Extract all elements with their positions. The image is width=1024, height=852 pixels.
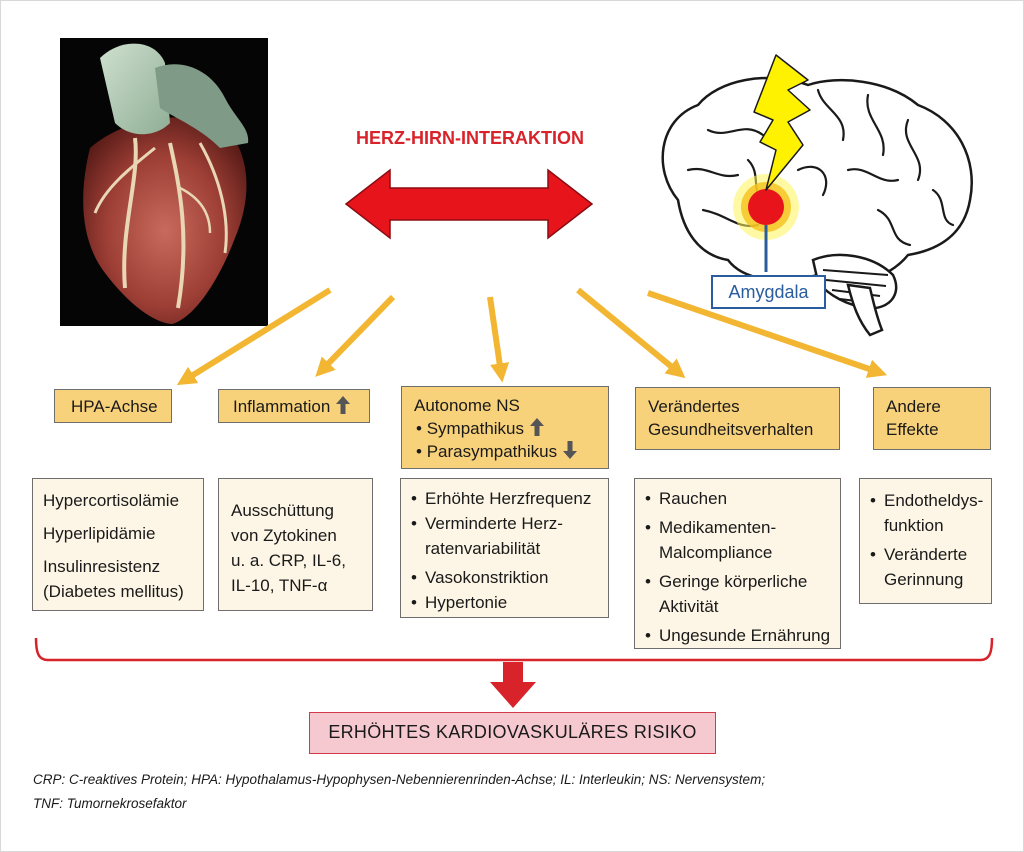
header-andere: Andere Effekte	[873, 387, 991, 450]
header-andere-line1: Andere	[886, 397, 941, 416]
header-hpa: HPA-Achse	[54, 389, 172, 423]
list-item-text: Gerinnung	[884, 570, 964, 589]
header-autonom-title: Autonome NS	[414, 396, 520, 415]
box-verhalten: Rauchen Medikamenten- Malcompliance Gerin…	[634, 478, 841, 649]
header-verhalten-line1: Verändertes	[648, 397, 740, 416]
footnote-line: TNF: Tumornekrosefaktor	[33, 796, 187, 811]
header-autonom-sym: Sympathikus	[426, 419, 525, 438]
header-verhalten-line2: Gesundheitsverhalten	[648, 420, 814, 439]
box-hpa-item: Insulinresistenz	[43, 557, 161, 576]
heart-image	[60, 38, 268, 326]
list-item-text: Medikamenten-	[659, 518, 777, 537]
list-item-text: Geringe körperliche	[659, 572, 808, 591]
list-item-text: Aktivität	[659, 597, 719, 616]
list-item-text: Vasokonstriktion	[425, 568, 549, 587]
header-verhalten: Verändertes Gesundheitsverhalten	[635, 387, 840, 450]
diagram-title: HERZ-HIRN-INTERAKTION	[356, 128, 584, 148]
box-inflammation-line: u. a. CRP, IL-6,	[231, 551, 346, 570]
arrow-to-andere	[647, 290, 888, 378]
list-item-text: Veränderte	[884, 545, 968, 564]
footnote-line: CRP: C-reaktives Protein; HPA: Hypothala…	[33, 772, 766, 787]
list-item: Erhöhte Herzfrequenz	[409, 486, 608, 511]
header-andere-line2: Effekte	[886, 420, 939, 439]
result-risk-box: ERHÖHTES KARDIOVASKULÄRES RISIKO	[309, 712, 716, 754]
box-autonom: Erhöhte Herzfrequenz Verminderte Herz-ra…	[400, 478, 609, 618]
list-item-text: Rauchen	[659, 489, 728, 508]
list-item: Medikamenten- Malcompliance	[643, 515, 840, 565]
header-inflammation: Inflammation	[218, 389, 370, 423]
arrow-up-icon	[336, 396, 351, 414]
footnote: CRP: C-reaktives Protein; HPA: Hypothala…	[33, 768, 993, 816]
arrow-up-icon	[530, 418, 545, 436]
list-item-text: Verminderte Herz-	[425, 514, 563, 533]
list-item-text: funktion	[884, 516, 944, 535]
box-hpa: Hypercortisolämie Hyperlipidämie Insulin…	[32, 478, 204, 611]
box-inflammation: Ausschüttung von Zytokinen u. a. CRP, IL…	[218, 478, 373, 611]
bracket-and-arrow	[34, 637, 994, 708]
arrow-to-hpa	[176, 287, 332, 386]
bracket-line	[34, 637, 994, 662]
header-autonom-sym-row: • Sympathikus	[414, 417, 608, 440]
list-item-text: Hypertonie	[425, 593, 508, 612]
amygdala-label: Amygdala	[711, 275, 826, 309]
double-arrow-icon	[344, 168, 594, 240]
header-autonom-para-row: • Parasympathikus	[414, 440, 608, 463]
list-item-text: ratenvariabilität	[425, 539, 541, 558]
down-arrow-icon	[490, 662, 536, 708]
header-autonom-para: Parasympathikus	[426, 442, 558, 461]
box-inflammation-line: Ausschüttung	[231, 501, 335, 520]
arrow-to-autonom	[487, 296, 510, 383]
list-item: Endotheldys-funktion	[868, 488, 991, 538]
box-inflammation-line: von Zytokinen	[231, 526, 337, 545]
list-item: Hypertonie	[409, 590, 608, 615]
brain-image	[661, 54, 973, 337]
arrow-to-inflammation	[315, 294, 396, 377]
list-item: Rauchen	[643, 486, 840, 511]
list-item: Verminderte Herz-ratenvariabilität	[409, 511, 608, 561]
list-item-text: Ungesunde Ernährung	[659, 626, 831, 645]
list-item-text: Erhöhte Herzfrequenz	[425, 489, 592, 508]
arrow-down-icon	[563, 441, 578, 459]
header-autonom: Autonome NS • Sympathikus • Parasympathi…	[401, 386, 609, 469]
arrow-to-verhalten	[576, 287, 686, 379]
box-inflammation-line: IL-10, TNF-α	[231, 576, 328, 595]
box-hpa-item: Hypercortisolämie	[43, 491, 180, 510]
box-hpa-item: (Diabetes mellitus)	[43, 582, 184, 601]
box-hpa-item: Hyperlipidämie	[43, 524, 156, 543]
header-inflammation-label: Inflammation	[233, 397, 331, 416]
list-item-text: Malcompliance	[659, 543, 773, 562]
list-item: Vasokonstriktion	[409, 565, 608, 590]
list-item: Ungesunde Ernährung	[643, 623, 840, 648]
list-item-text: Endotheldys-	[884, 491, 984, 510]
